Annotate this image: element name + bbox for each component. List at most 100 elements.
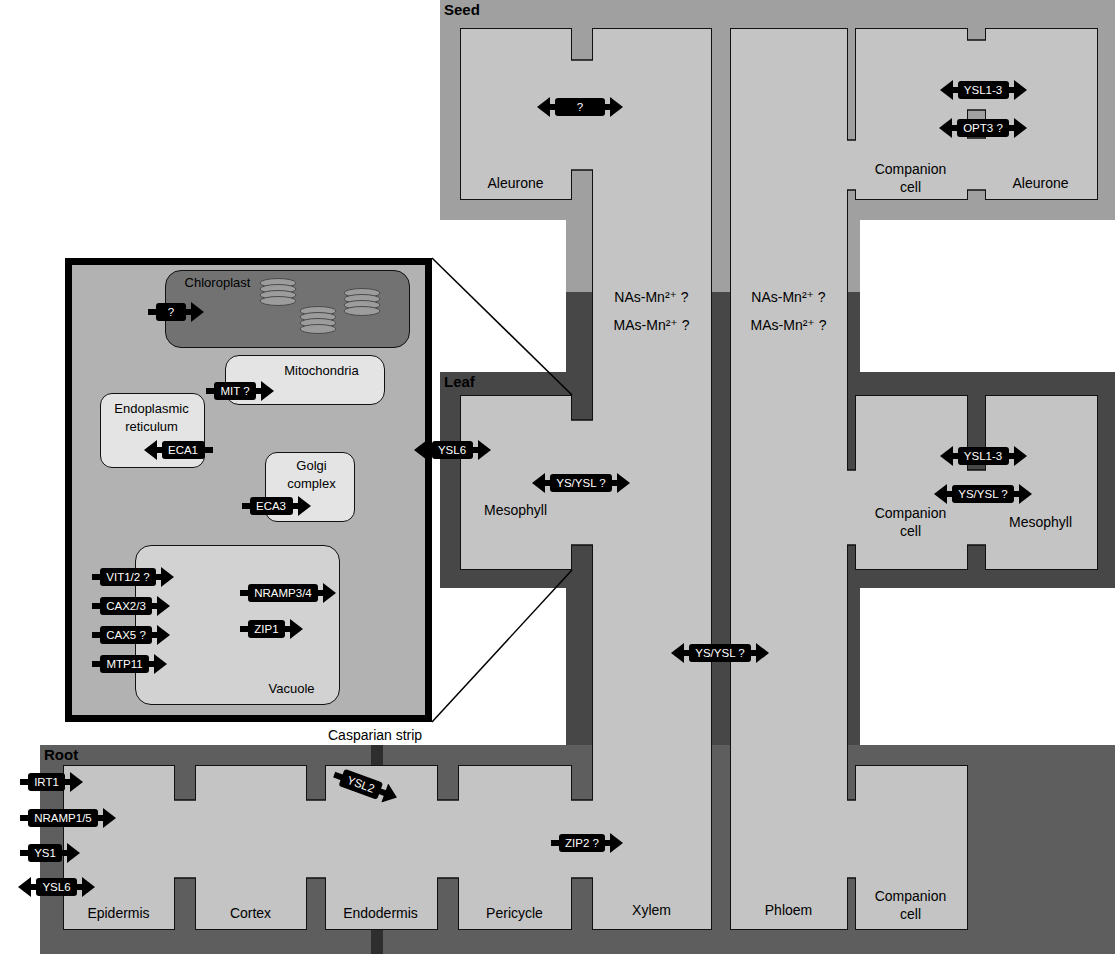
cell-box: Aleurone (985, 28, 1098, 200)
arrow-part (1014, 118, 1027, 138)
arrow-part (191, 302, 204, 322)
arrow-part (671, 643, 684, 663)
transporter-label: YSL6 (432, 440, 473, 460)
arrow-part (478, 440, 491, 460)
transporter-label: NRAMP1/5 (28, 808, 98, 828)
cell-label: Mesophyll (1009, 514, 1072, 530)
cell-label: Phloem (765, 902, 812, 918)
arrow-part (70, 772, 83, 792)
arrow-part (414, 440, 427, 460)
arrow-part (952, 87, 959, 93)
cell-box: Mesophyll (985, 395, 1098, 570)
arrow-part (206, 388, 215, 394)
bridge-edge (847, 470, 856, 545)
arrow-part (28, 773, 65, 791)
arrow-part (472, 447, 479, 453)
arrow-part (544, 480, 551, 486)
text-slot: Leaf (444, 373, 475, 391)
transporter-label: MTP11 (100, 654, 149, 674)
arrow-part (162, 441, 205, 459)
cell-label: MAs-Mn²⁺ ? (751, 317, 827, 333)
arrow-part (155, 574, 162, 580)
arrow-part (610, 833, 623, 853)
thylakoid (260, 297, 296, 306)
cell-label: Endodermis (343, 905, 418, 921)
arrow-part (36, 878, 77, 896)
cell-box: Cortex (195, 765, 307, 930)
cell-bridge (436, 800, 460, 878)
cell-box: Companion cell (855, 395, 968, 570)
transporter-arrow: ECA1 (144, 440, 213, 460)
arrow-part (940, 80, 953, 100)
transporter-arrow: ZIP2 ? (551, 833, 623, 853)
transporter-arrow: CAX5 ? (92, 625, 170, 645)
arrow-part (148, 661, 155, 667)
cell-label: Companion cell (875, 888, 947, 922)
arrow-part (20, 815, 29, 821)
cell-box: Pericycle (458, 765, 572, 930)
arrow-part (144, 440, 157, 460)
organelle-label: Mitochondria (284, 363, 358, 378)
transporter-label: ZIP1 (248, 619, 285, 639)
arrow-part (151, 632, 158, 638)
arrow-part (555, 98, 605, 116)
text-slot: Epidermis (69, 904, 169, 922)
arrow-part (61, 850, 68, 856)
text-slot: Mesophyll (991, 513, 1091, 531)
transporter-arrow: ? (148, 302, 204, 322)
arrow-part (103, 808, 116, 828)
cell-bridge (846, 470, 857, 545)
transporter-label: CAX2/3 (100, 596, 152, 616)
arrow-part (550, 474, 612, 492)
arrow-part (100, 568, 156, 586)
arrow-part (683, 650, 690, 656)
cell-label: Epidermis (87, 905, 149, 921)
arrow-part (92, 603, 101, 609)
zoom-line (432, 570, 572, 722)
arrow-part (248, 584, 318, 602)
arrow-part (958, 447, 1009, 465)
arrow-part (939, 118, 952, 138)
arrow-part (240, 590, 249, 596)
arrow-part (185, 309, 192, 315)
arrow-part (67, 843, 80, 863)
arrow-part (156, 303, 186, 321)
arrow-part (940, 446, 953, 466)
arrow-part (957, 119, 1009, 137)
transporter-arrow: YS1 (20, 843, 80, 863)
transporter-label: NRAMP3/4 (248, 583, 318, 603)
arrow-part (952, 485, 1014, 503)
transporter-arrow: IRT1 (20, 772, 83, 792)
arrow-part (1008, 453, 1015, 459)
text-slot: MAs-Mn²⁺ ? (596, 316, 708, 334)
cell-label: MAs-Mn²⁺ ? (614, 317, 690, 333)
transporter-label: ECA3 (250, 496, 293, 516)
bridge-edge (174, 800, 196, 878)
transporter-arrow: YS/YSL ? (934, 484, 1032, 504)
transporter-label: YS/YSL ? (550, 473, 612, 493)
arrow-part (100, 597, 152, 615)
text-slot: Vacuole (252, 679, 332, 697)
arrow-part (1013, 491, 1020, 497)
transporter-label: YSL6 (36, 877, 77, 897)
arrow-part (1008, 125, 1015, 131)
arrow-part (290, 619, 303, 639)
arrow-part (148, 309, 157, 315)
arrow-part (97, 815, 104, 821)
arrow-part (240, 626, 249, 632)
arrow-part (100, 626, 152, 644)
arrow-part (1014, 446, 1027, 466)
region-label: Leaf (444, 373, 475, 390)
text-slot: Endoplasmic reticulum (103, 399, 201, 435)
cell-label: Aleurone (487, 175, 543, 191)
region-label: Root (44, 746, 78, 763)
arrow-part (100, 655, 149, 673)
transporter-arrow: VIT1/2 ? (92, 567, 174, 587)
cell-label: Aleurone (1012, 175, 1068, 191)
cell-box: Companion cell (855, 28, 968, 200)
arrow-part (1008, 87, 1015, 93)
arrow-part (559, 834, 605, 852)
organelle-label: Chloroplast (185, 275, 251, 290)
organelle-label: Vacuole (268, 681, 314, 696)
